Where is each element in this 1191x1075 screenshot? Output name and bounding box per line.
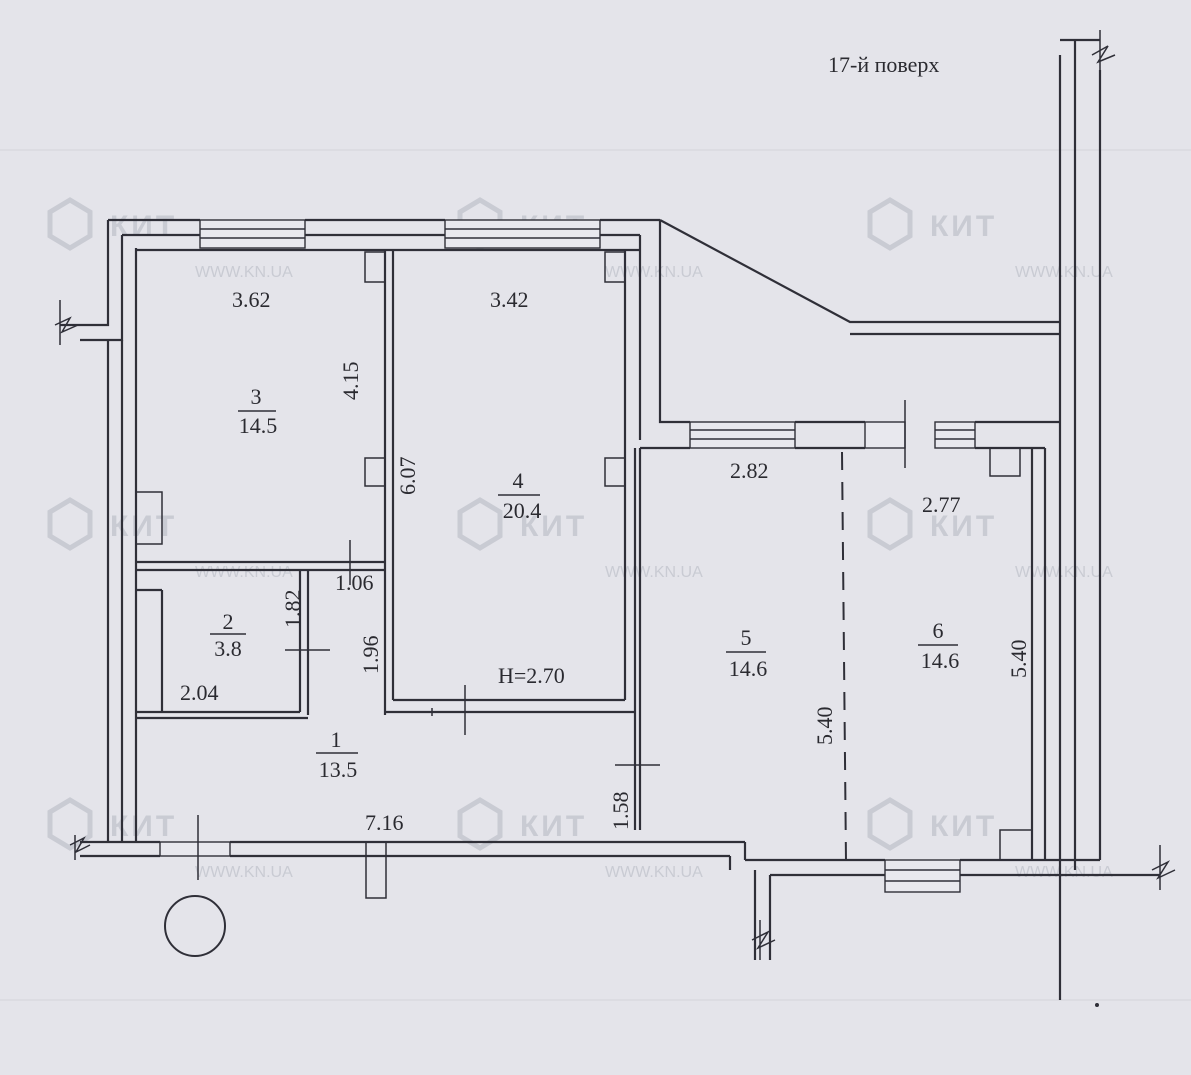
room4-area: 20.4	[503, 498, 542, 523]
watermark-url: WWW.KN.UA	[1015, 864, 1113, 881]
watermark: КИТ	[47, 497, 177, 551]
watermark-brand: КИТ	[110, 210, 177, 243]
dim-corridor-1-58: 1.58	[608, 792, 633, 831]
floor-title: 17-й поверх	[828, 52, 939, 77]
stray-mark	[1095, 1003, 1099, 1007]
watermark-brand: КИТ	[930, 210, 997, 243]
walls	[60, 38, 1160, 1000]
watermark: КИТ	[867, 497, 997, 551]
watermark-brand: КИТ	[520, 810, 587, 843]
room3-number: 3	[251, 384, 262, 409]
dim-room4-length: 6.07	[395, 457, 420, 496]
room3-area: 14.5	[239, 413, 278, 438]
room5-number: 5	[741, 625, 752, 650]
watermark: КИТ	[47, 197, 177, 251]
watermark-brand: КИТ	[930, 810, 997, 843]
watermark-brand: КИТ	[520, 510, 587, 543]
watermark-url: WWW.KN.UA	[195, 864, 293, 881]
watermark: КИТ	[457, 797, 587, 851]
dim-room2-length: 1.82	[280, 590, 305, 629]
watermark-url: WWW.KN.UA	[605, 864, 703, 881]
room6-number: 6	[933, 618, 944, 643]
watermark: КИТ	[867, 197, 997, 251]
watermark-url: WWW.KN.UA	[195, 564, 293, 581]
watermark-brand: КИТ	[110, 810, 177, 843]
break-marks	[54, 30, 1176, 960]
paper-grid	[0, 149, 1191, 1001]
compass-circle	[164, 895, 226, 957]
room2-number: 2	[223, 609, 234, 634]
dim-room3-length: 4.15	[338, 362, 363, 401]
room4-number: 4	[513, 468, 524, 493]
watermark-url: WWW.KN.UA	[1015, 264, 1113, 281]
room6-area: 14.6	[921, 648, 960, 673]
watermark-url: WWW.KN.UA	[1015, 564, 1113, 581]
room5-area: 14.6	[729, 656, 768, 681]
watermark: КИТ	[457, 497, 587, 551]
watermark-brand: КИТ	[110, 510, 177, 543]
watermarks: КИТ WWW.KN.UA КИТ WWW.KN.UA КИТ WWW.KN.U…	[47, 197, 1113, 881]
windows	[159, 219, 976, 893]
watermark-url: WWW.KN.UA	[605, 264, 703, 281]
dim-room5-length: 5.40	[812, 707, 837, 746]
watermark-url: WWW.KN.UA	[605, 564, 703, 581]
room1-area: 13.5	[319, 757, 358, 782]
dim-room6-width: 2.77	[922, 492, 961, 517]
dim-room1-width: 7.16	[365, 810, 404, 835]
dim-room5-width: 2.82	[730, 458, 769, 483]
room2-area: 3.8	[214, 636, 242, 661]
dim-corridor-1-96: 1.96	[358, 636, 383, 675]
dim-room3-width: 3.62	[232, 287, 271, 312]
room-divider-dashed	[841, 451, 847, 863]
watermark: КИТ	[867, 797, 997, 851]
dim-room6-length: 5.40	[1006, 640, 1031, 679]
watermark-url: WWW.KN.UA	[195, 264, 293, 281]
ceiling-height: H=2.70	[498, 663, 565, 688]
room1-number: 1	[331, 727, 342, 752]
watermark: КИТ	[47, 797, 177, 851]
door-markers	[197, 400, 906, 880]
dim-door-1-06: 1.06	[335, 570, 374, 595]
dim-room4-width: 3.42	[490, 287, 529, 312]
dim-room2-width: 2.04	[180, 680, 219, 705]
watermark-brand: КИТ	[930, 510, 997, 543]
